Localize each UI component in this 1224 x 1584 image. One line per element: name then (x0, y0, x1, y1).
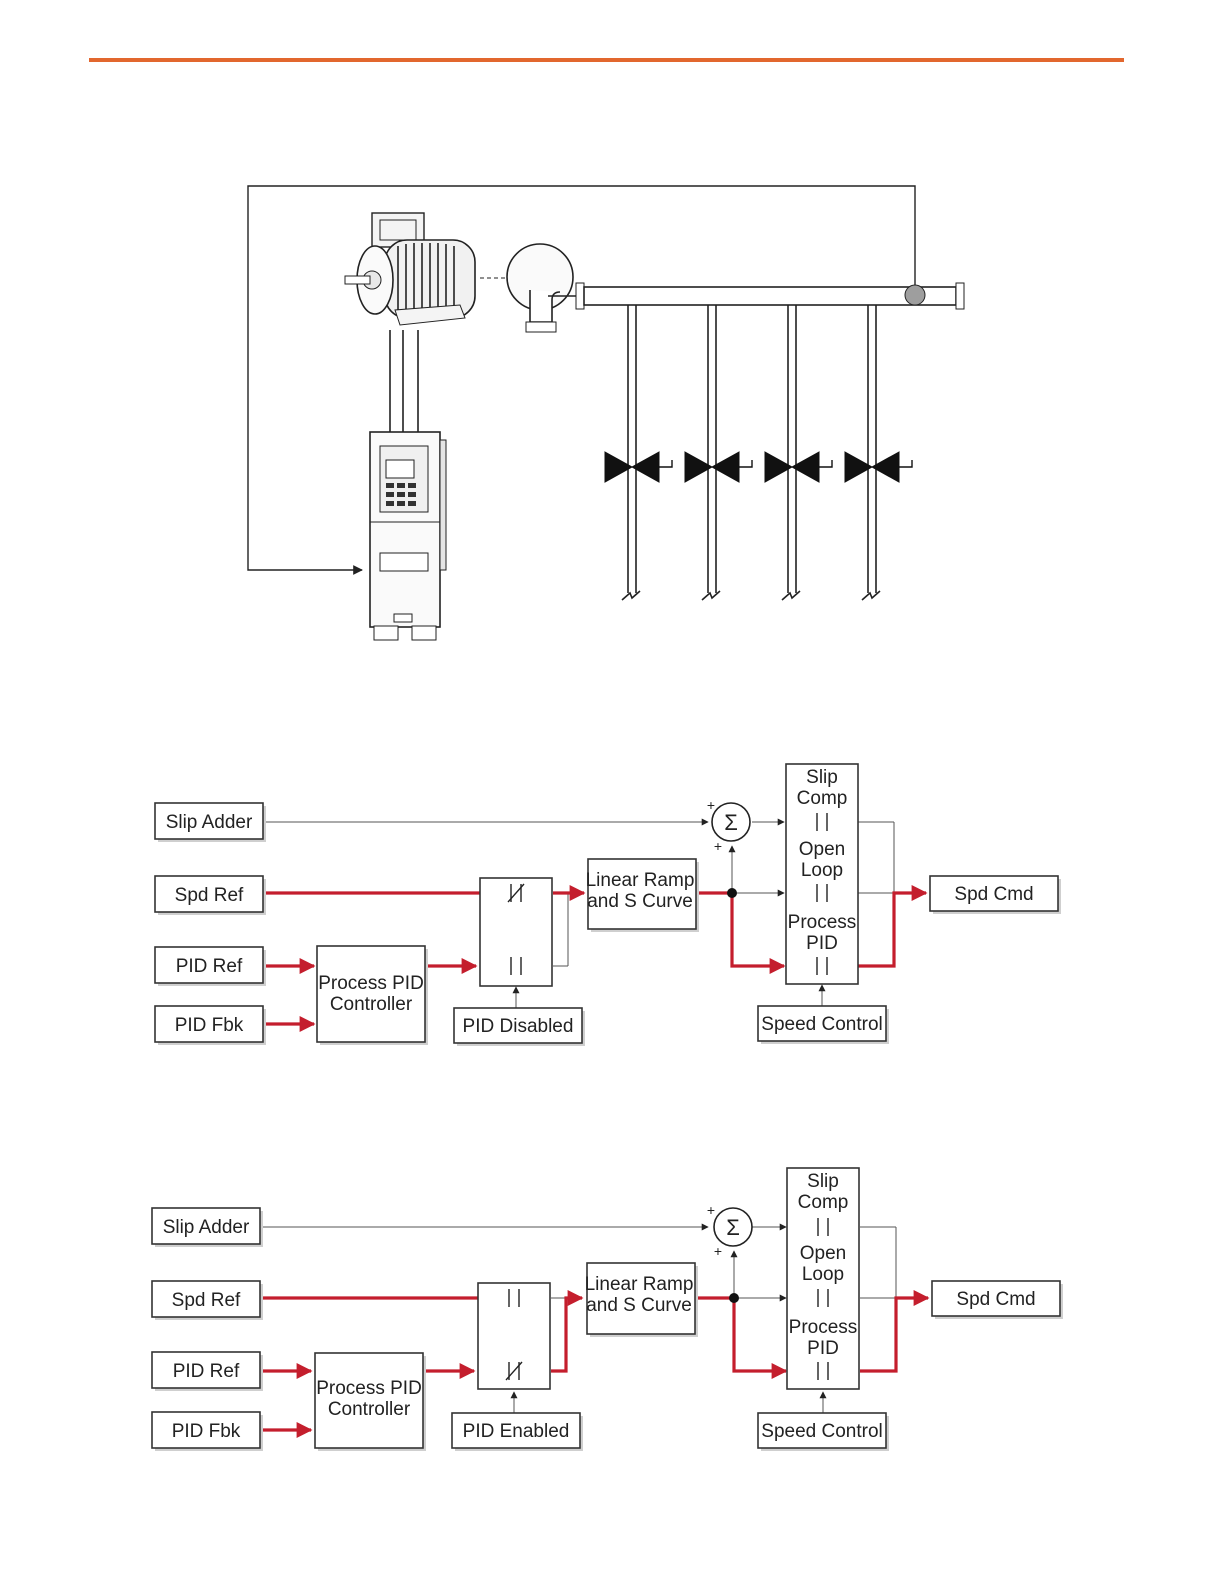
open-loop-label-1: Open (799, 839, 845, 860)
header-rule (89, 58, 1124, 62)
slip-adder-label: Slip Adder (163, 1217, 250, 1238)
block-diagram-pid-disabled: Slip Adder Spd Ref PID Ref PID Fbk Proce… (154, 763, 1061, 1046)
slip-comp-label-1: Slip (806, 767, 838, 788)
pid-controller-label-1: Process PID (318, 973, 424, 994)
open-loop-label-2: Loop (802, 1264, 844, 1285)
plus-sign-1: + (707, 1202, 715, 1218)
pid-controller-label-2: Controller (328, 1399, 411, 1420)
sum-symbol: Σ (724, 810, 738, 835)
process-pid-label-2: PID (806, 933, 838, 954)
spd-ref-label: Spd Ref (172, 1290, 241, 1311)
spd-ref-label: Spd Ref (175, 885, 244, 906)
ramp-label-1: Linear Ramp (585, 1274, 694, 1295)
slip-adder-label: Slip Adder (166, 812, 253, 833)
speed-control-label: Speed Control (761, 1421, 882, 1442)
pressure-sensor-icon (904, 284, 926, 306)
motor-icon (344, 212, 510, 326)
spd-cmd-label: Spd Cmd (956, 1289, 1035, 1310)
feedback-line (247, 185, 916, 575)
spd-cmd-label: Spd Cmd (954, 884, 1033, 905)
plus-sign-1: + (707, 797, 715, 813)
pid-controller-label-1: Process PID (316, 1378, 422, 1399)
ramp-label-1: Linear Ramp (586, 870, 695, 891)
slip-comp-label-1: Slip (807, 1171, 839, 1192)
open-loop-label-1: Open (800, 1243, 846, 1264)
speed-control-label: Speed Control (761, 1014, 882, 1035)
drive-icon (369, 431, 447, 641)
plus-sign-2: + (714, 838, 722, 854)
ramp-label-2: and S Curve (587, 891, 693, 912)
pid-fbk-label: PID Fbk (172, 1421, 241, 1442)
process-pid-label-1: Process (788, 912, 857, 933)
pid-ref-label: PID Ref (173, 1361, 240, 1382)
pump-system-illustration (247, 185, 965, 641)
pid-fbk-label: PID Fbk (175, 1015, 244, 1036)
sum-symbol: Σ (726, 1215, 740, 1240)
plus-sign-2: + (714, 1243, 722, 1259)
pid-ref-label: PID Ref (176, 956, 243, 977)
pid-disabled-label: PID Disabled (463, 1016, 574, 1037)
process-pid-label-2: PID (807, 1338, 839, 1359)
process-pid-label-1: Process (789, 1317, 858, 1338)
pid-enabled-label: PID Enabled (463, 1421, 570, 1442)
slip-comp-label-2: Comp (798, 1192, 849, 1213)
header-pipe (575, 282, 965, 310)
ramp-label-2: and S Curve (586, 1295, 692, 1316)
block-diagram-pid-enabled: Slip Adder Spd Ref PID Ref PID Fbk Proce… (151, 1167, 1063, 1451)
open-loop-label-2: Loop (801, 860, 843, 881)
slip-comp-label-2: Comp (797, 788, 848, 809)
valve-icons (604, 451, 913, 483)
pid-controller-label-2: Controller (330, 994, 413, 1015)
branch-pipes (621, 305, 881, 601)
blower-icon (506, 243, 580, 333)
